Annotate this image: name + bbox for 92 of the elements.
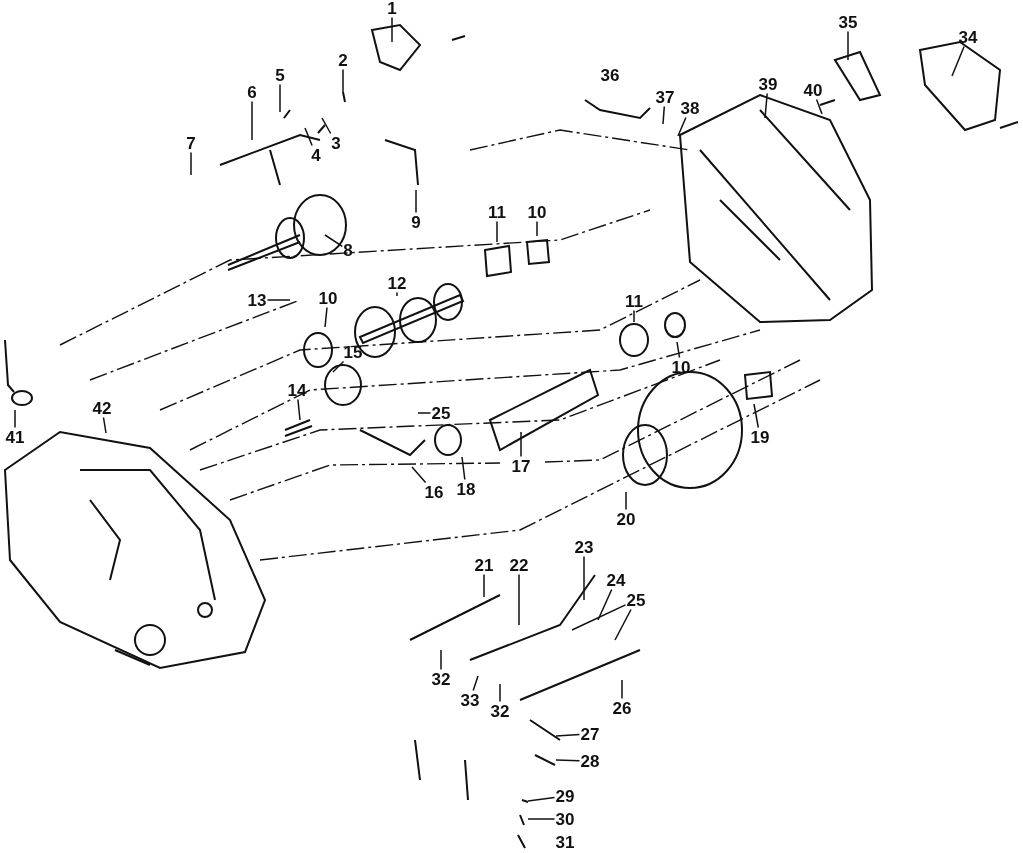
callout-number: 39 xyxy=(758,75,778,93)
callout-number: 13 xyxy=(247,291,267,309)
callout-number: 16 xyxy=(424,483,444,501)
leader-line xyxy=(583,555,585,601)
leader-line xyxy=(571,604,627,631)
leader-line xyxy=(753,403,760,429)
callout-number: 22 xyxy=(509,556,529,574)
leader-line xyxy=(555,733,581,737)
callout-number: 38 xyxy=(680,99,700,117)
leader-line xyxy=(342,68,344,93)
callout-number: 27 xyxy=(580,725,600,743)
leader-line xyxy=(621,679,623,700)
leader-line xyxy=(614,608,632,641)
callout-number: 18 xyxy=(456,480,476,498)
callout-number: 35 xyxy=(838,13,858,31)
leader-line xyxy=(411,466,427,484)
callout-number: 10 xyxy=(318,289,338,307)
callout-number: 2 xyxy=(338,51,348,69)
leader-line xyxy=(483,573,485,598)
leader-line xyxy=(496,220,498,243)
leader-line xyxy=(321,117,332,135)
leader-line xyxy=(190,151,192,176)
leader-line xyxy=(625,491,627,511)
leader-line xyxy=(518,573,520,626)
callout-number: 19 xyxy=(750,428,770,446)
callout-number: 40 xyxy=(803,81,823,99)
callout-number: 9 xyxy=(411,213,421,231)
callout-number: 21 xyxy=(474,556,494,574)
leader-line xyxy=(536,220,538,237)
callout-number: 25 xyxy=(626,591,646,609)
callout-number: 41 xyxy=(5,428,25,446)
callout-number: 20 xyxy=(616,510,636,528)
leader-line xyxy=(391,16,393,43)
leader-line xyxy=(815,98,823,115)
callout-number: 24 xyxy=(606,571,626,589)
leader-line xyxy=(14,409,16,429)
leader-line xyxy=(677,116,687,137)
callout-number: 28 xyxy=(580,752,600,770)
leader-line xyxy=(297,398,301,421)
callout-number: 23 xyxy=(574,538,594,556)
leader-line xyxy=(304,127,313,147)
leader-line xyxy=(555,759,581,762)
callout-number: 5 xyxy=(275,66,285,84)
leader-line xyxy=(499,683,501,703)
leader-line xyxy=(662,105,666,125)
leader-line xyxy=(251,100,253,141)
leader-line xyxy=(472,675,479,692)
leader-line xyxy=(847,30,849,61)
leader-line xyxy=(396,291,398,297)
leader-line xyxy=(527,796,556,802)
callout-number: 26 xyxy=(612,699,632,717)
callout-number: 6 xyxy=(247,83,257,101)
leader-line xyxy=(332,360,345,373)
callout-number: 36 xyxy=(600,66,620,84)
leader-line xyxy=(764,92,768,119)
leader-line xyxy=(461,456,466,481)
callout-number: 14 xyxy=(287,381,307,399)
callout-number: 7 xyxy=(186,134,196,152)
callout-number: 32 xyxy=(431,670,451,688)
callout-number: 32 xyxy=(490,702,510,720)
callout-number: 29 xyxy=(555,787,575,805)
leader-line xyxy=(417,412,432,414)
callout-number: 42 xyxy=(92,399,112,417)
callout-number: 33 xyxy=(460,691,480,709)
leader-line xyxy=(951,45,965,77)
leader-line xyxy=(676,341,681,359)
callout-number: 3 xyxy=(331,134,341,152)
callout-number: 12 xyxy=(387,274,407,292)
leader-line xyxy=(527,818,556,820)
callout-number: 25 xyxy=(431,404,451,422)
callout-number: 11 xyxy=(488,203,506,221)
leader-line xyxy=(440,649,442,671)
callout-number: 37 xyxy=(655,88,675,106)
callout-number: 11 xyxy=(625,292,643,310)
callout-number: 17 xyxy=(511,457,531,475)
leader-line xyxy=(597,588,613,621)
leader-line xyxy=(633,309,635,323)
leader-line xyxy=(102,416,107,434)
callout-number: 15 xyxy=(343,343,363,361)
callout-number: 8 xyxy=(343,241,353,259)
callout-number: 31 xyxy=(555,833,575,851)
callout-number: 4 xyxy=(311,146,321,164)
leader-line xyxy=(520,431,522,458)
callout-number: 30 xyxy=(555,810,575,828)
leader-line xyxy=(266,299,291,301)
callout-number: 10 xyxy=(527,203,547,221)
leader-line xyxy=(415,189,417,214)
leader-line xyxy=(324,306,328,328)
callout-number: 34 xyxy=(958,28,978,46)
leader-line xyxy=(279,83,281,113)
leader-line xyxy=(324,234,344,248)
callout-number: 1 xyxy=(387,0,397,17)
